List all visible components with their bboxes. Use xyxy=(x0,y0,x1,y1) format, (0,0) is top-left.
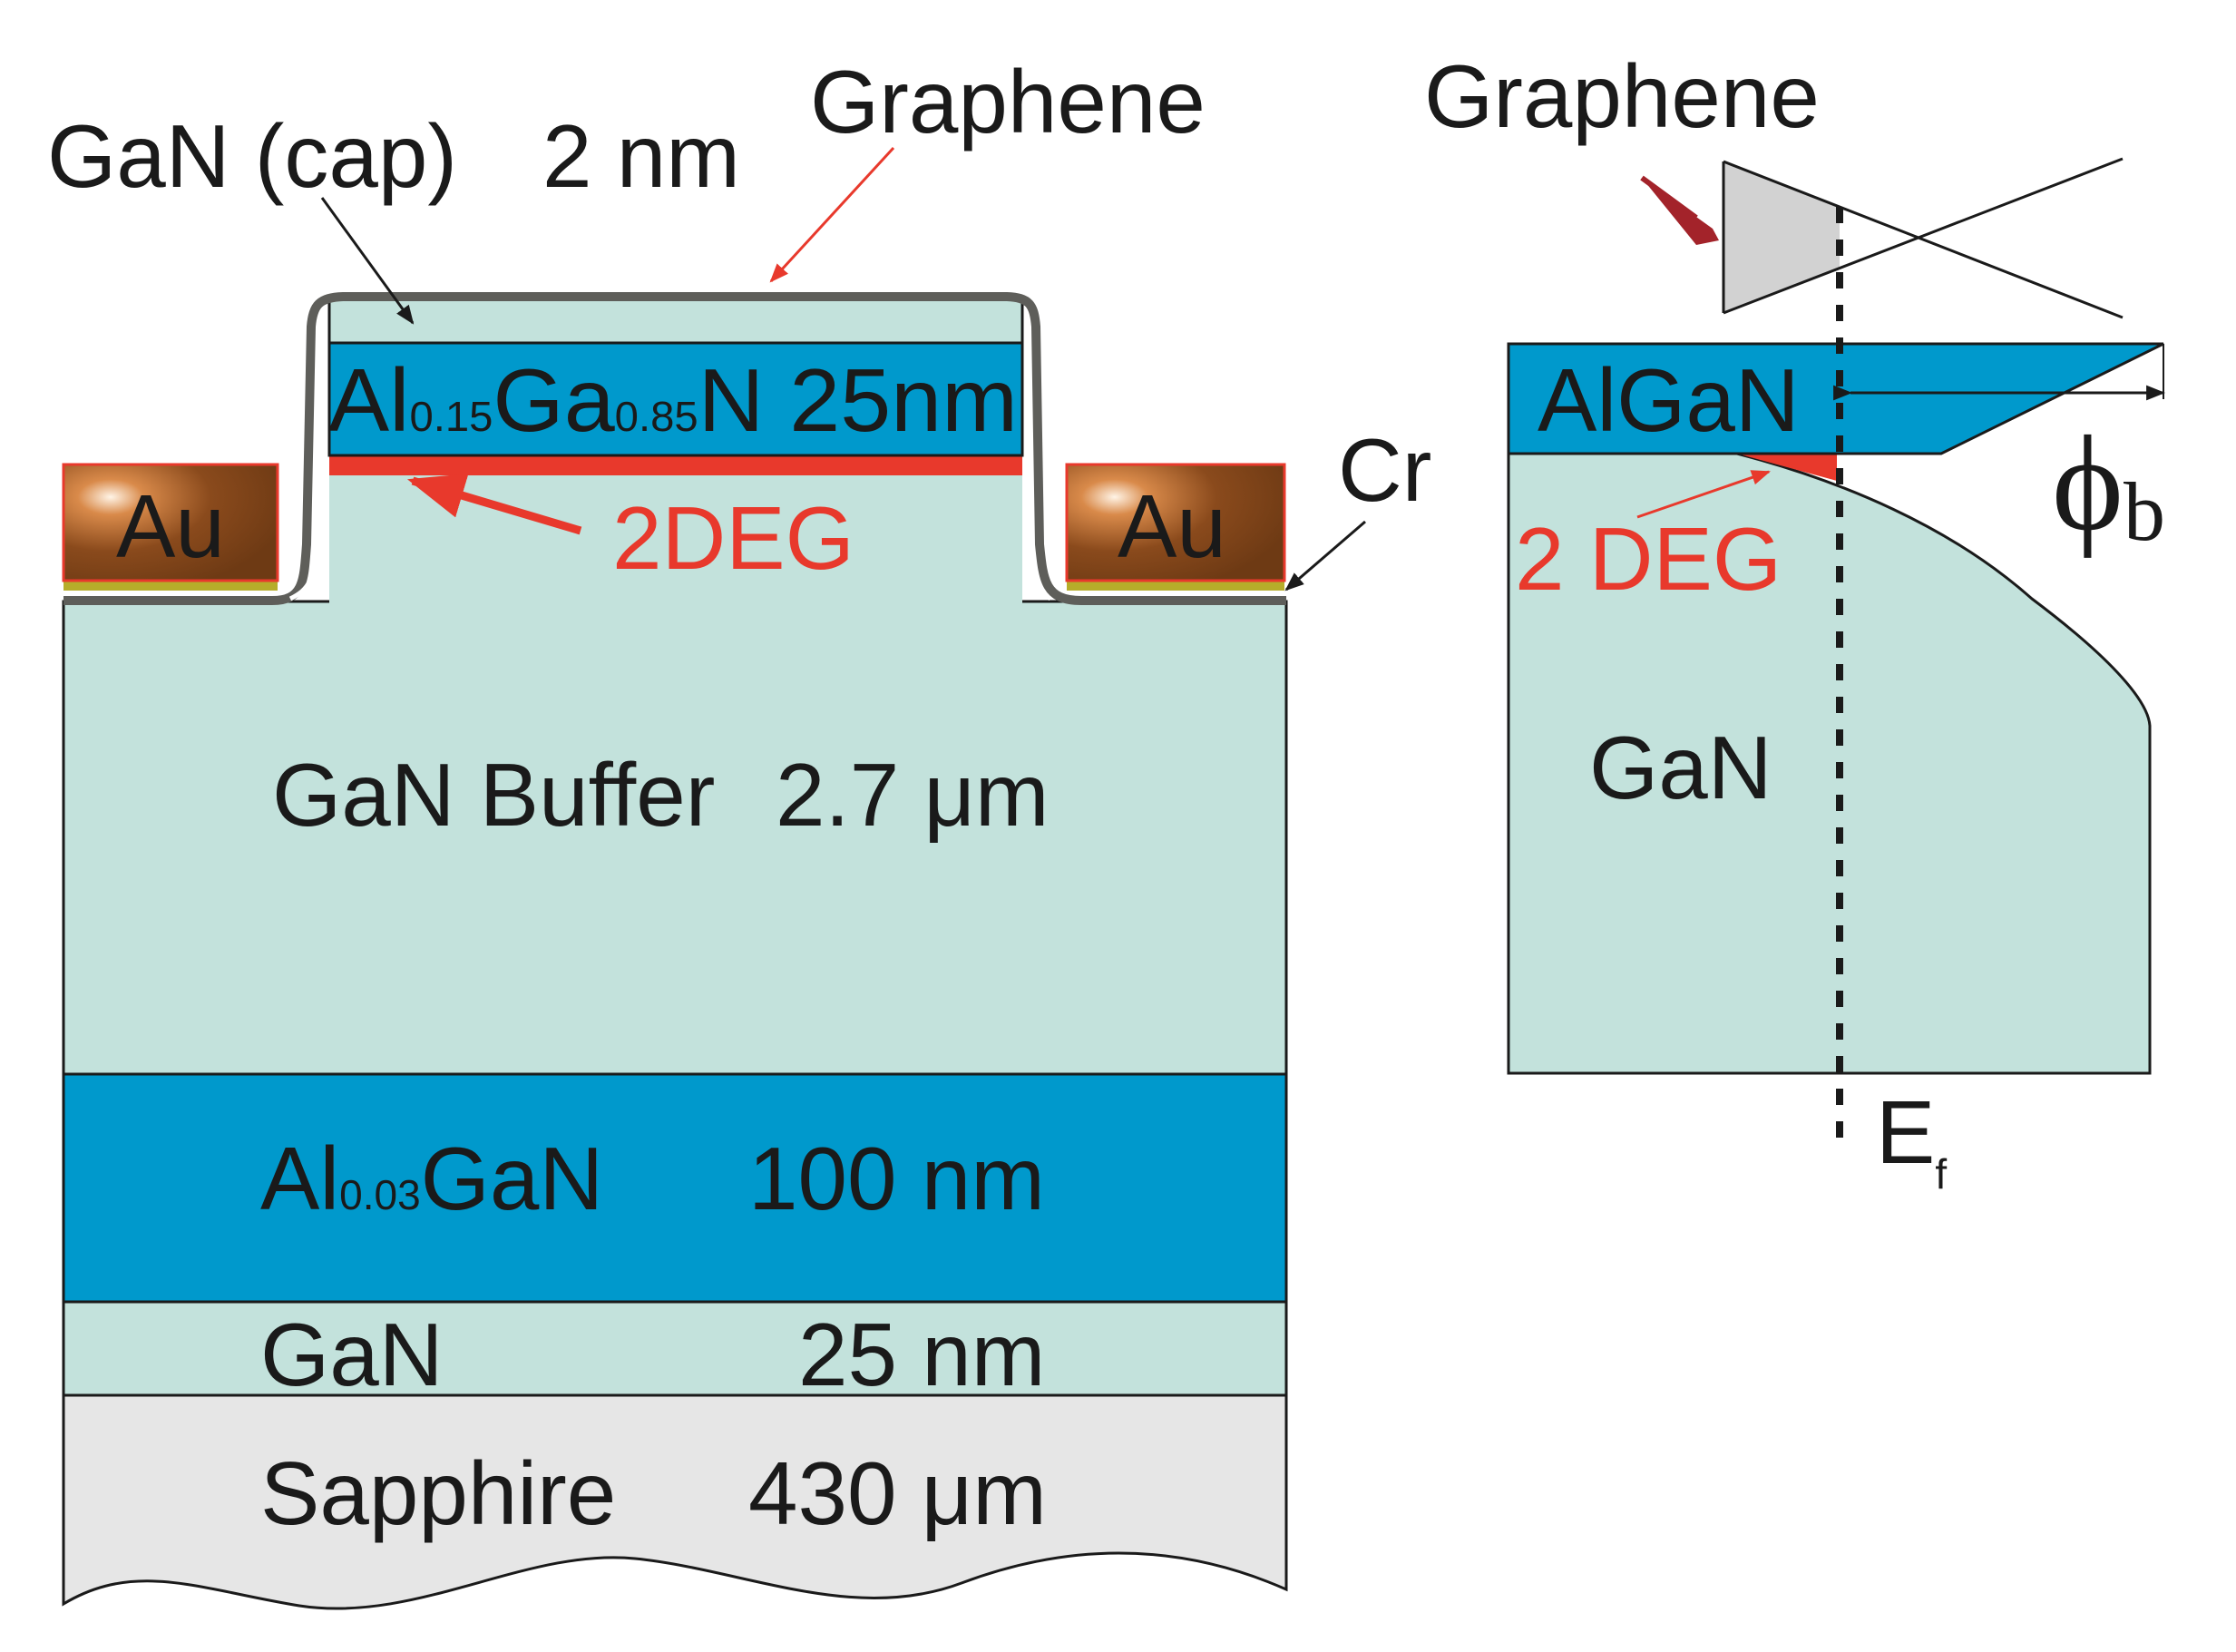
barrier-height-label: ϕb xyxy=(2052,408,2165,559)
graphene-label-right: Graphene xyxy=(1424,46,1820,146)
fermi-level-sub: f xyxy=(1935,1150,1947,1197)
gan-layer-name: GaN xyxy=(260,1305,444,1404)
band-2deg-label: 2 DEG xyxy=(1515,509,1782,609)
cr-layer-left xyxy=(63,581,278,591)
algan-100nm-layer xyxy=(62,1072,1288,1304)
band-2deg-triangle xyxy=(1737,454,1837,481)
band-algan-label: AlGaN xyxy=(1538,350,1800,450)
buffer-thickness: 2.7 μm xyxy=(776,745,1050,845)
barrier-label-sub1: 0.15 xyxy=(409,393,493,440)
dirac-cone-line-2 xyxy=(1723,157,2124,315)
sapphire-substrate xyxy=(62,1393,1288,1610)
graphene-sheet-inner-right xyxy=(1025,335,1052,601)
algan-layer-rest: GaN xyxy=(421,1129,604,1228)
algan-layer-sub: 0.03 xyxy=(339,1171,421,1218)
2deg-channel xyxy=(329,455,1022,475)
band-diagram: Graphene AlGaN 2 DEG GaN ϕb Ef xyxy=(1424,46,2166,1197)
barrier-label-sub2: 0.85 xyxy=(615,393,698,440)
au-contact-right xyxy=(1065,463,1286,582)
gan-layer-thickness: 25 nm xyxy=(798,1305,1045,1404)
au-contact-left xyxy=(62,463,279,582)
graphene-label-left: Graphene xyxy=(810,52,1206,152)
band-gan-region xyxy=(1507,452,2152,1075)
au-left-label: Au xyxy=(116,476,225,576)
cr-layer-right xyxy=(1067,581,1284,591)
algan-layer-thickness: 100 nm xyxy=(748,1129,1045,1228)
au-right-label: Au xyxy=(1118,476,1226,576)
cap-pointer-arrow xyxy=(320,197,415,325)
2deg-label: 2DEG xyxy=(612,488,854,588)
graphene-sheet xyxy=(63,292,1286,605)
band-2deg-pointer xyxy=(1636,470,1771,519)
dirac-cone-line-1 xyxy=(1723,160,2124,319)
gan-25nm-layer xyxy=(62,1300,1288,1397)
barrier-label-ga: Ga xyxy=(493,350,615,450)
fermi-level-e: E xyxy=(1876,1082,1935,1182)
sapphire-name: Sapphire xyxy=(260,1443,616,1543)
barrier-label-rest: N 25nm xyxy=(698,350,1018,450)
sapphire-thickness: 430 μm xyxy=(748,1443,1047,1543)
device-cross-section: GaN (cap) 2 nm Graphene Al0.15Ga0.85N 25… xyxy=(47,52,1431,1610)
graphene-pointer-arrow xyxy=(769,146,895,283)
gan-cap-label: GaN (cap) xyxy=(47,106,457,206)
barrier-height-phi: ϕ xyxy=(2052,408,2124,559)
buffer-name: GaN Buffer xyxy=(272,745,715,845)
graphene-sheet-inner-left xyxy=(288,335,322,601)
fermi-level-label: Ef xyxy=(1876,1082,1947,1197)
cr-label: Cr xyxy=(1338,420,1431,520)
algan-layer-label: Al0.03GaN xyxy=(260,1129,603,1228)
barrier-height-sub: b xyxy=(2124,465,2165,558)
graphene-band-arrow-shaft xyxy=(1640,175,1698,220)
gan-cap-thickness: 2 nm xyxy=(542,106,740,206)
gan-buffer-layer xyxy=(62,600,1288,1076)
dirac-cone-fill xyxy=(1723,161,1840,313)
barrier-label-al: Al xyxy=(328,350,409,450)
cr-pointer-arrow xyxy=(1284,520,1366,591)
algan-layer-al: Al xyxy=(260,1129,339,1228)
band-gan-label: GaN xyxy=(1589,718,1772,817)
barrier-label: Al0.15Ga0.85N 25nm xyxy=(328,350,1018,450)
2deg-pointer-arrow xyxy=(406,474,582,535)
gan-cap-layer xyxy=(327,298,1024,345)
